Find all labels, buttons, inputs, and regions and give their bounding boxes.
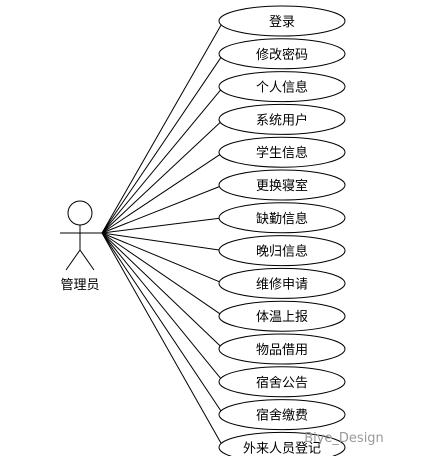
association-line [101, 119, 224, 234]
use-case-label: 更换寝室 [256, 178, 308, 194]
actor-left-leg [65, 249, 81, 271]
association-line [101, 232, 224, 284]
use-case: 缺勤信息 [218, 202, 346, 234]
use-case-ellipse [218, 366, 346, 398]
use-case-ellipse [218, 169, 346, 201]
use-case-label: 个人信息 [256, 80, 308, 96]
association-line [101, 232, 224, 448]
use-case: 体温上报 [218, 300, 346, 332]
use-case: 维修申请 [218, 267, 346, 299]
association-line [101, 86, 224, 234]
use-case: 晚归信息 [218, 235, 346, 267]
use-case-ellipse [218, 103, 346, 135]
use-case-ellipse [218, 71, 346, 103]
use-case: 个人信息 [218, 71, 346, 103]
use-case-label: 物品借用 [256, 343, 308, 358]
use-case-ellipse [218, 333, 346, 365]
use-case-label: 宿舍缴费 [256, 408, 308, 424]
use-case-label: 缺勤信息 [256, 211, 308, 227]
use-case-label: 外来人员登记 [243, 441, 321, 456]
actor-right-leg [79, 249, 95, 271]
association-line [101, 232, 224, 383]
association-line [101, 53, 224, 234]
use-case-label: 宿舍公告 [256, 375, 308, 391]
use-case-ellipse [218, 267, 346, 299]
use-case: 系统用户 [218, 103, 346, 135]
association-line [101, 184, 224, 234]
use-case-ellipse [218, 300, 346, 332]
use-case-ellipse [218, 399, 346, 431]
association-line [101, 151, 224, 234]
watermark: Biye_Design [304, 431, 384, 446]
use-case-ellipse [218, 235, 346, 267]
association-line [101, 232, 224, 252]
use-case: 物品借用 [218, 333, 346, 365]
association-line [101, 217, 224, 234]
use-case-label: 修改密码 [256, 47, 308, 63]
use-case: 学生信息 [218, 136, 346, 168]
use-case: 登录 [218, 5, 346, 37]
actor-administrator: 管理员 [60, 200, 102, 293]
use-case: 外来人员登记 [218, 431, 346, 456]
use-case-label: 晚归信息 [256, 244, 308, 260]
use-case-ellipse [218, 202, 346, 234]
use-case: 宿舍公告 [218, 366, 346, 398]
association-lines [101, 20, 224, 448]
use-case-ellipse [218, 431, 346, 456]
association-line [101, 20, 224, 234]
association-line [101, 232, 224, 317]
use-case: 修改密码 [218, 38, 346, 70]
use-case-label: 体温上报 [256, 310, 308, 325]
association-line [101, 232, 224, 415]
association-line [101, 232, 224, 350]
use-case-label: 登录 [269, 15, 295, 30]
use-case-label: 维修申请 [256, 277, 308, 292]
use-case-ellipse [218, 136, 346, 168]
use-case-ellipse [218, 5, 346, 37]
use-case-label: 系统用户 [256, 112, 308, 128]
watermark-text: Biye_Design [304, 431, 384, 446]
use-case-ellipse [218, 38, 346, 70]
use-case-label: 学生信息 [256, 145, 308, 161]
use-case-list: 登录修改密码个人信息系统用户学生信息更换寝室缺勤信息晚归信息维修申请体温上报物品… [218, 5, 346, 456]
use-case: 宿舍缴费 [218, 399, 346, 431]
use-case: 更换寝室 [218, 169, 346, 201]
actor-label: 管理员 [60, 278, 99, 293]
actor-head [67, 200, 93, 226]
